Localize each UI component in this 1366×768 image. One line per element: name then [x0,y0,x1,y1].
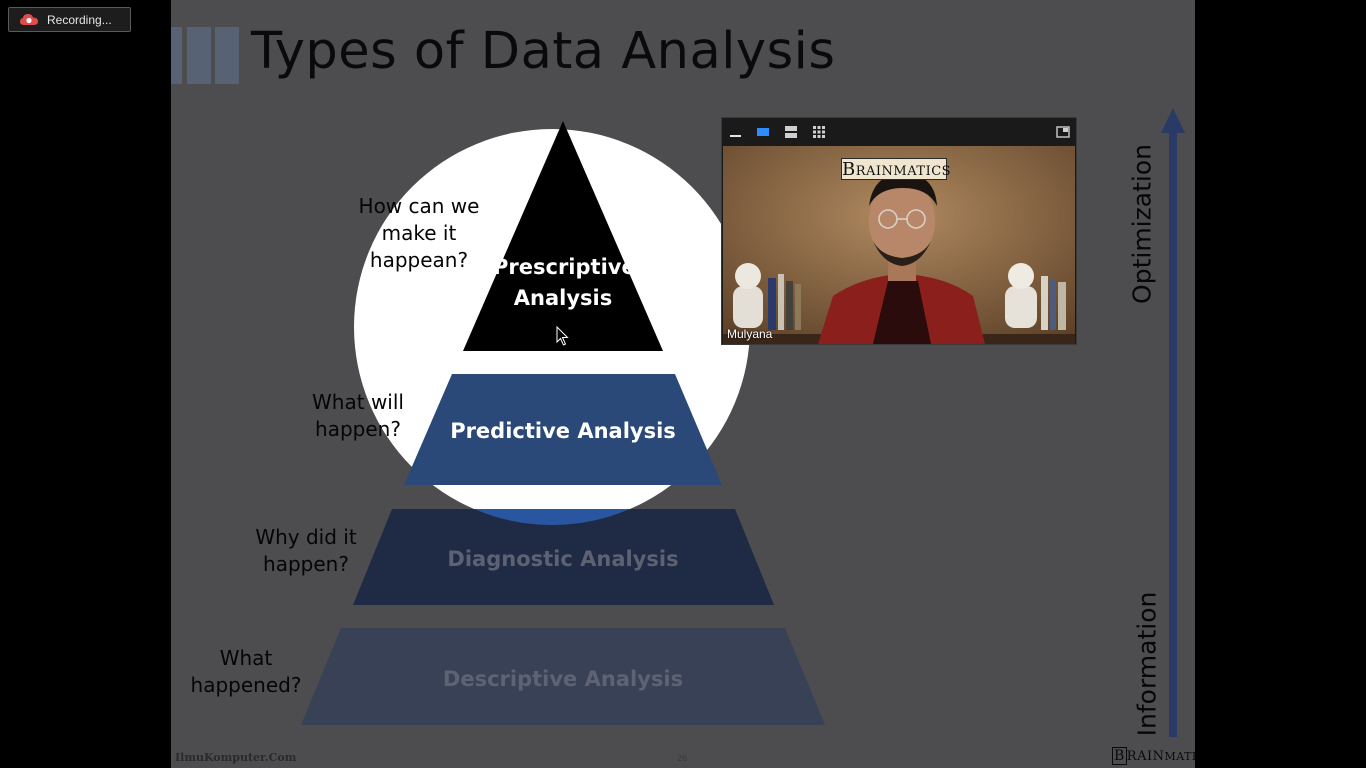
video-brand-banner: BRAINMATICS [841,158,952,180]
recording-label: Recording... [47,12,112,27]
slide-title: Types of Data Analysis [251,22,836,81]
gallery-view-icon[interactable] [812,125,826,139]
tier-label-diagnostic: Diagnostic Analysis [447,547,679,571]
question-prescriptive: How can we make it happean? [358,194,480,272]
axis-label-optimization: Optimization [1127,144,1157,304]
cloud-record-icon [20,13,38,25]
speaker-view-icon[interactable] [756,125,770,139]
participant-video[interactable]: BRAINMATICS Mulyana [723,146,1075,344]
footer-brand-logo: BRAINMATICS [1112,747,1195,765]
presentation-slide: Types of Data Analysis Prescriptive Anal… [171,0,1195,768]
tier-predictive-shape [404,374,722,485]
strip-view-icon[interactable] [784,125,798,139]
title-decoration [215,27,239,84]
title-decoration [187,27,211,84]
question-diagnostic: Why did it happen? [255,525,357,576]
tier-label-predictive: Predictive Analysis [450,419,676,443]
question-predictive: What will happen? [312,390,404,441]
axis-arrow-head [1161,108,1185,133]
pyramid-diagram [301,108,1185,737]
tier-diagnostic-shape [353,509,774,605]
title-decoration [171,27,182,84]
exit-fullscreen-icon[interactable] [1056,125,1070,139]
question-descriptive: What happened? [190,646,302,697]
tier-descriptive-shape [301,628,825,725]
video-window[interactable]: BRAINMATICS Mulyana [721,117,1077,345]
minimize-icon[interactable] [729,125,743,139]
tier-label-prescriptive: Prescriptive Analysis [493,255,636,310]
recording-indicator[interactable]: Recording... [8,7,131,32]
mouse-cursor-icon [556,326,569,346]
video-toolbar [722,118,1076,146]
slide-page-number: 26 [677,753,688,763]
tier-prescriptive-shape [463,121,663,351]
footer-website: IlmuKomputer.Com [175,751,297,764]
participant-name: Mulyana [727,327,773,341]
axis-label-information: Information [1132,591,1162,737]
tier-label-descriptive: Descriptive Analysis [442,667,684,691]
